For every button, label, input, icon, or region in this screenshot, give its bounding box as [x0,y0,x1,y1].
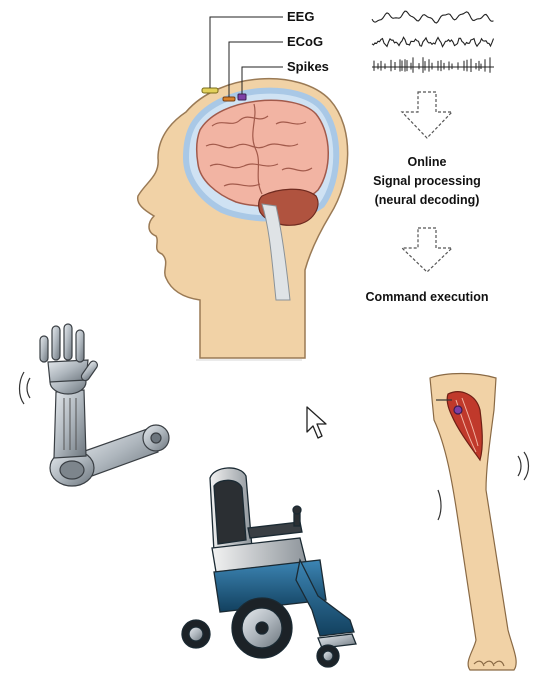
spikes-label: Spikes [287,59,329,74]
wheelchair-icon [182,468,356,667]
eeg-trace [372,11,494,23]
processing-line-3: (neural decoding) [352,191,502,210]
eeg-label: EEG [287,9,314,24]
stimulation-electrode [454,406,462,414]
command-execution-label: Command execution [352,288,502,307]
spikes-trace [372,57,494,73]
eeg-electrode [202,88,218,93]
ecog-label: ECoG [287,34,323,49]
spike-electrode [238,94,246,100]
processing-block: Online Signal processing (neural decodin… [352,153,502,210]
down-arrow-icon [402,92,452,138]
cursor-icon [307,407,326,438]
processing-line-2: Signal processing [352,172,502,191]
leg-icon [430,374,529,671]
prosthetic-arm-icon [20,324,170,486]
ecog-electrode [223,97,235,101]
ecog-trace [372,37,494,46]
down-arrow-icon [402,228,452,272]
processing-line-1: Online [352,153,502,172]
brain [197,100,329,206]
head-illustration [138,79,348,360]
